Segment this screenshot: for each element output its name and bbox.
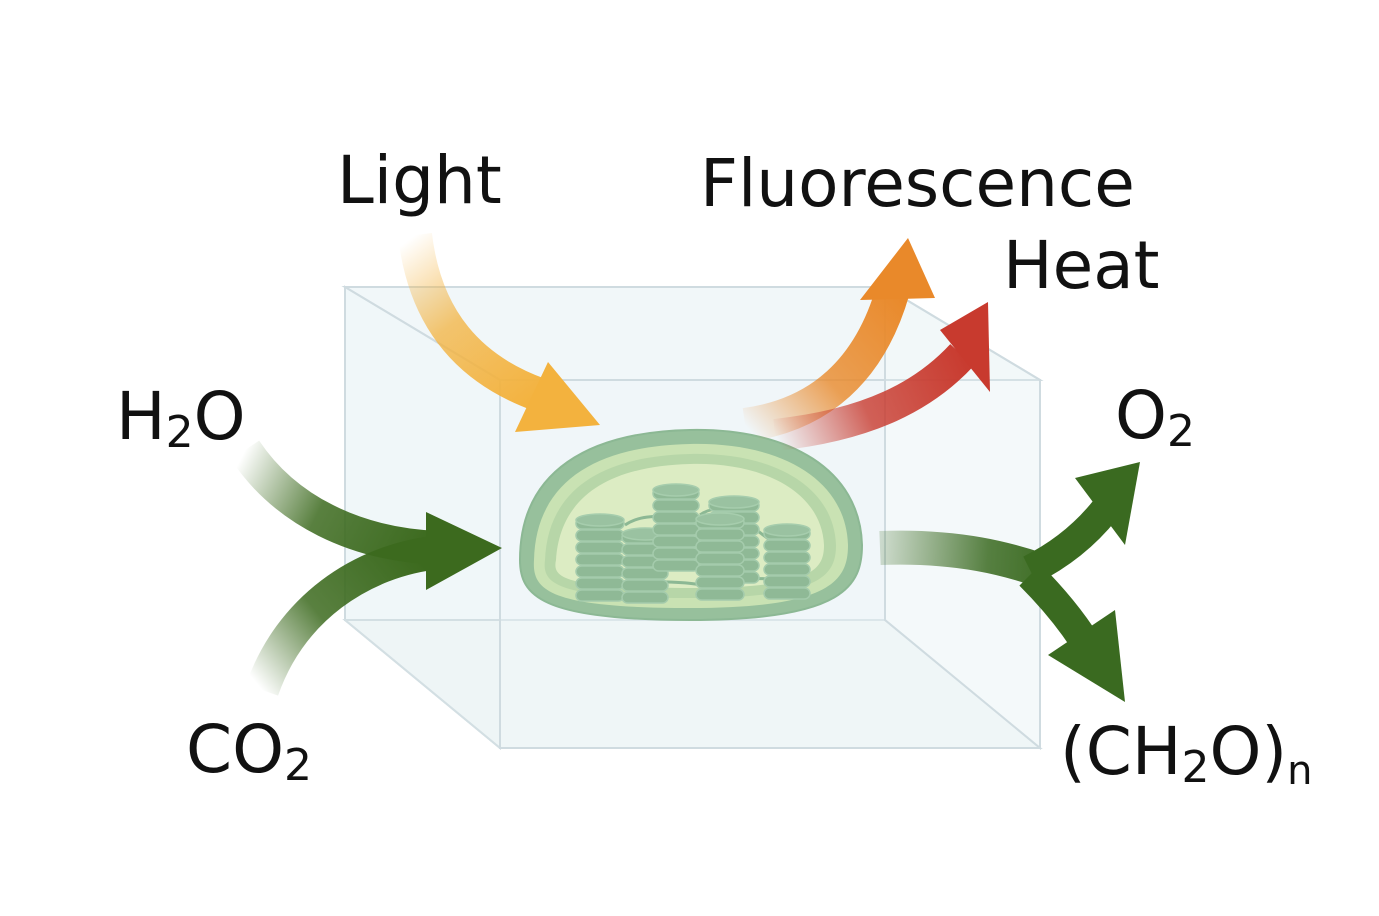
carbohydrate-label: (CH2O)n (1060, 713, 1313, 794)
water-label-subscript: 2 (166, 407, 194, 458)
thylakoid-disc (695, 552, 745, 565)
thylakoid-disc (763, 563, 811, 576)
thylakoid-disc (621, 591, 669, 604)
thylakoid-cap (763, 523, 811, 537)
light-arrow (398, 232, 600, 432)
thylakoid-disc (763, 575, 811, 588)
granum-stack (695, 512, 745, 601)
granum-stack (575, 513, 625, 602)
thylakoid-disc (763, 587, 811, 600)
thylakoid-cap (708, 495, 760, 509)
co2-label-subscript: 2 (284, 740, 312, 791)
chloroplast (518, 428, 864, 622)
o2-label-main: O (1115, 377, 1167, 454)
light-label: Light (337, 142, 502, 219)
chamber-box-front (499, 285, 1041, 751)
carbohydrate-label-subscript-2: 2 (1181, 742, 1209, 793)
o2-label-subscript: 2 (1167, 406, 1195, 457)
thylakoid-disc (621, 579, 669, 592)
grana-stacks (575, 483, 811, 604)
water-label-h: H (116, 378, 166, 455)
thylakoid-disc (695, 540, 745, 553)
heat-arrow (773, 302, 990, 451)
thylakoid-cap (575, 513, 625, 527)
thylakoid-disc (763, 539, 811, 552)
thylakoid-disc (652, 499, 700, 512)
heat-label: Heat (1003, 227, 1160, 304)
co2-arrow (245, 535, 443, 696)
carbohydrate-label-subscript-n: n (1287, 748, 1312, 794)
thylakoid-cap (695, 512, 745, 526)
o2-label: O2 (1115, 377, 1195, 457)
thylakoid-disc (695, 564, 745, 577)
co2-label: CO2 (186, 711, 312, 791)
thylakoid-cap (652, 483, 700, 497)
thylakoid-disc (695, 528, 745, 541)
water-label: H2O (116, 378, 246, 458)
fluorescence-arrow (742, 238, 935, 442)
co2-label-main: CO (186, 711, 284, 788)
product-arrows (879, 462, 1140, 702)
carbohydrate-label-mid: O) (1209, 713, 1287, 790)
carbohydrate-label-pre: (CH (1060, 713, 1181, 790)
water-label-o: O (194, 378, 246, 455)
thylakoid-disc (695, 588, 745, 601)
fluorescence-label: Fluorescence (700, 145, 1135, 222)
thylakoid-disc (695, 576, 745, 589)
granum-stack (763, 523, 811, 600)
thylakoid-disc (763, 551, 811, 564)
